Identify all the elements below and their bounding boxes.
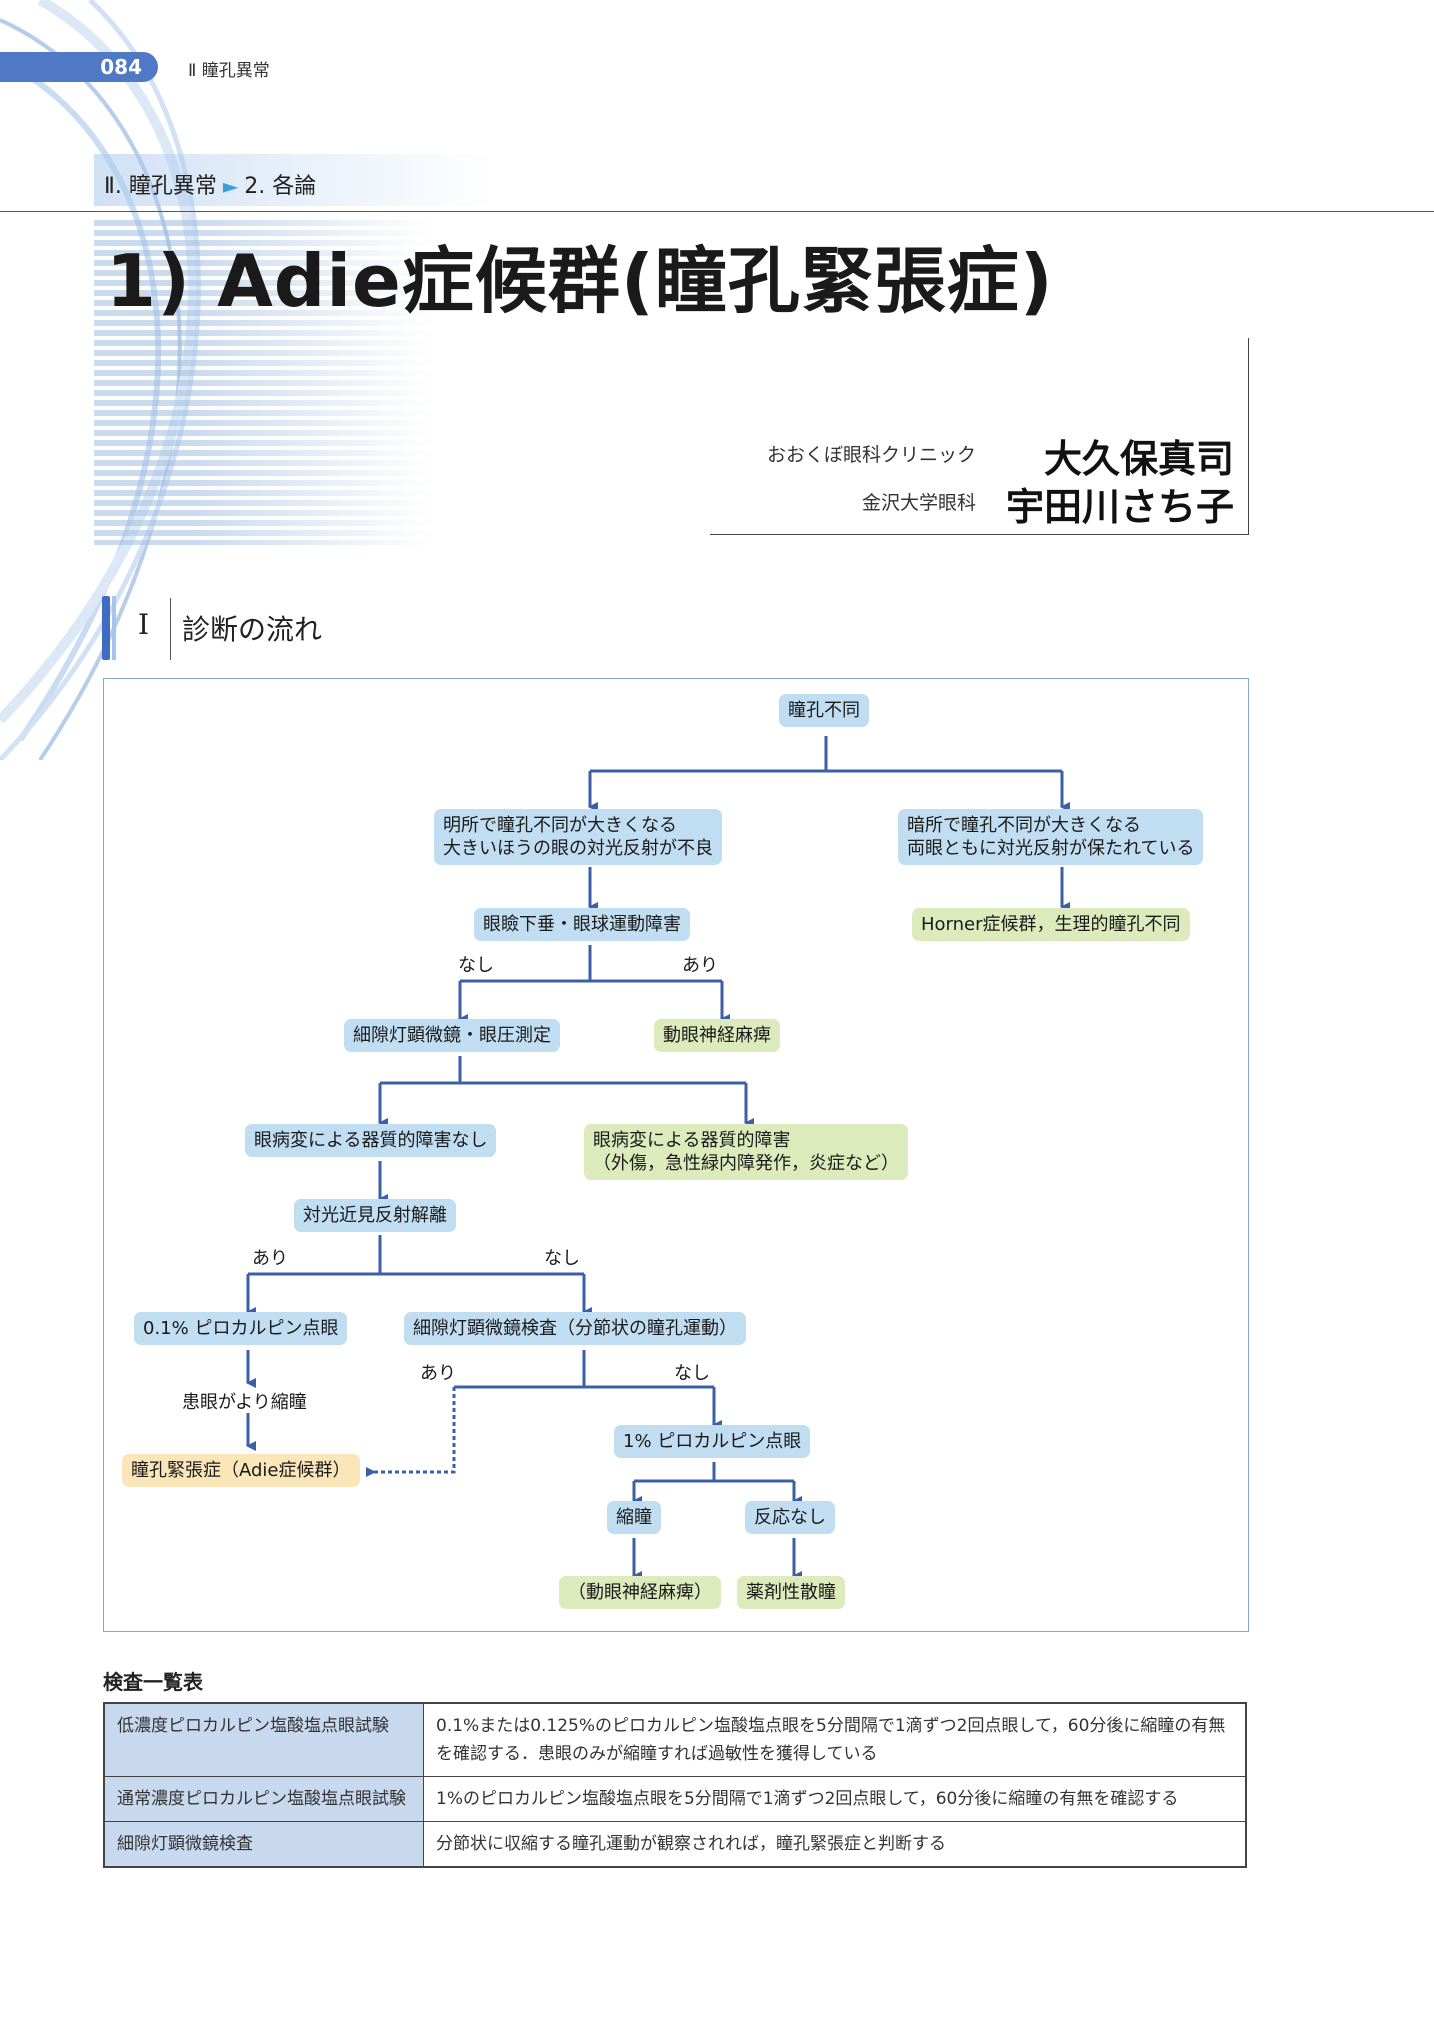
node-dark-anisocoria: 暗所で瞳孔不同が大きくなる 両眼ともに対光反射が保たれている [898,809,1204,865]
table-title: 検査一覧表 [103,1670,203,1694]
node-bright-line2: 大きいほうの眼の対光反射が不良 [443,838,713,859]
node-slitlamp-iop: 細隙灯顕微鏡・眼圧測定 [344,1019,560,1052]
label-ari-3: あり [420,1363,456,1384]
flowchart-connectors [246,736,1070,1581]
heading-bar-light [112,596,116,660]
node-pilo-1: 1% ピロカルピン点眼 [614,1425,811,1458]
exam-description: 1%のピロカルピン塩酸塩点眼を5分間隔で1滴ずつ2回点眼して，60分後に縮瞳の有… [423,1776,1247,1822]
header-rule [0,211,1434,212]
author-name-2: 宇田川さち子 [1005,485,1234,529]
node-miosis: 縮瞳 [607,1501,661,1534]
exam-name: 低濃度ピロカルピン塩酸塩点眼試験 [103,1702,424,1777]
node-oculomotor-paren: （動眼神経麻痺） [559,1576,721,1609]
section-sub: 2. 各論 [244,174,317,199]
flowchart: 瞳孔不同 明所で瞳孔不同が大きくなる 大きいほうの眼の対光反射が不良 暗所で瞳孔… [103,678,1249,1632]
node-ptosis: 眼瞼下垂・眼球運動障害 [474,908,690,941]
section-part: Ⅱ. 瞳孔異常 [104,174,217,199]
author-name-1: 大久保真司 [1043,437,1234,481]
author-affiliation-2: 金沢大学眼科 [861,492,976,514]
node-organic-line1: 眼病変による器質的障害 [593,1130,791,1151]
node-organic: 眼病変による器質的障害 （外傷，急性緑内障発作，炎症など） [584,1124,908,1180]
label-nashi-3: なし [674,1363,710,1384]
author-box [710,338,1249,535]
node-dark-line1: 暗所で瞳孔不同が大きくなる [907,815,1141,836]
label-constricts-more: 患眼がより縮瞳 [182,1392,307,1413]
running-head: Ⅱ 瞳孔異常 [188,61,270,81]
section-breadcrumb: Ⅱ. 瞳孔異常►2. 各論 [104,168,316,200]
node-start: 瞳孔不同 [779,694,869,727]
label-ari-1: あり [682,955,718,976]
label-nashi-1: なし [458,955,494,976]
node-slitlamp-exam: 細隙灯顕微鏡検査（分節状の瞳孔運動） [404,1312,746,1345]
table-row: 通常濃度ピロカルピン塩酸塩点眼試験 1%のピロカルピン塩酸塩点眼を5分間隔で1滴… [103,1776,1247,1822]
node-pharmacologic: 薬剤性散瞳 [737,1576,845,1609]
node-bright-line1: 明所で瞳孔不同が大きくなる [443,815,677,836]
table-row: 細隙灯顕微鏡検査 分節状に収縮する瞳孔運動が観察されれば，瞳孔緊張症と判断する [103,1821,1247,1868]
heading-bar [102,596,110,660]
exam-name: 細隙灯顕微鏡検査 [103,1821,424,1868]
exam-description: 0.1%または0.125%のピロカルピン塩酸塩点眼を5分間隔で1滴ずつ2回点眼し… [423,1702,1247,1777]
title-stripes [94,220,434,545]
node-oculomotor-palsy: 動眼神経麻痺 [654,1019,780,1052]
node-organic-line2: （外傷，急性緑内障発作，炎症など） [593,1153,899,1174]
exam-table: 低濃度ピロカルピン塩酸塩点眼試験 0.1%または0.125%のピロカルピン塩酸塩… [103,1702,1247,1868]
node-no-response: 反応なし [745,1501,835,1534]
heading-text: 診断の流れ [182,613,323,646]
page-number: 084 [0,52,158,82]
exam-description: 分節状に収縮する瞳孔運動が観察されれば，瞳孔緊張症と判断する [423,1821,1247,1868]
node-dark-line2: 両眼ともに対光反射が保たれている [907,838,1195,859]
label-ari-2: あり [252,1248,288,1269]
node-no-organic: 眼病変による器質的障害なし [245,1124,497,1157]
section-band [94,154,494,206]
triangle-arrow-icon: ► [222,174,239,198]
table-row: 低濃度ピロカルピン塩酸塩点眼試験 0.1%または0.125%のピロカルピン塩酸塩… [103,1702,1247,1777]
exam-name: 通常濃度ピロカルピン塩酸塩点眼試験 [103,1776,424,1822]
heading-separator [170,598,171,660]
author-affiliation-1: おおくぼ眼科クリニック [766,444,976,466]
heading-number: I [138,608,150,641]
node-light-near: 対光近見反射解離 [294,1199,456,1232]
label-nashi-2: なし [544,1248,580,1269]
node-adie: 瞳孔緊張症（Adie症候群） [122,1454,360,1487]
node-pilo-01: 0.1% ピロカルピン点眼 [134,1312,348,1345]
node-horner: Horner症候群，生理的瞳孔不同 [912,908,1190,941]
page-title: 1) Adie症候群(瞳孔緊張症) [106,239,1054,323]
node-bright-anisocoria: 明所で瞳孔不同が大きくなる 大きいほうの眼の対光反射が不良 [434,809,722,865]
